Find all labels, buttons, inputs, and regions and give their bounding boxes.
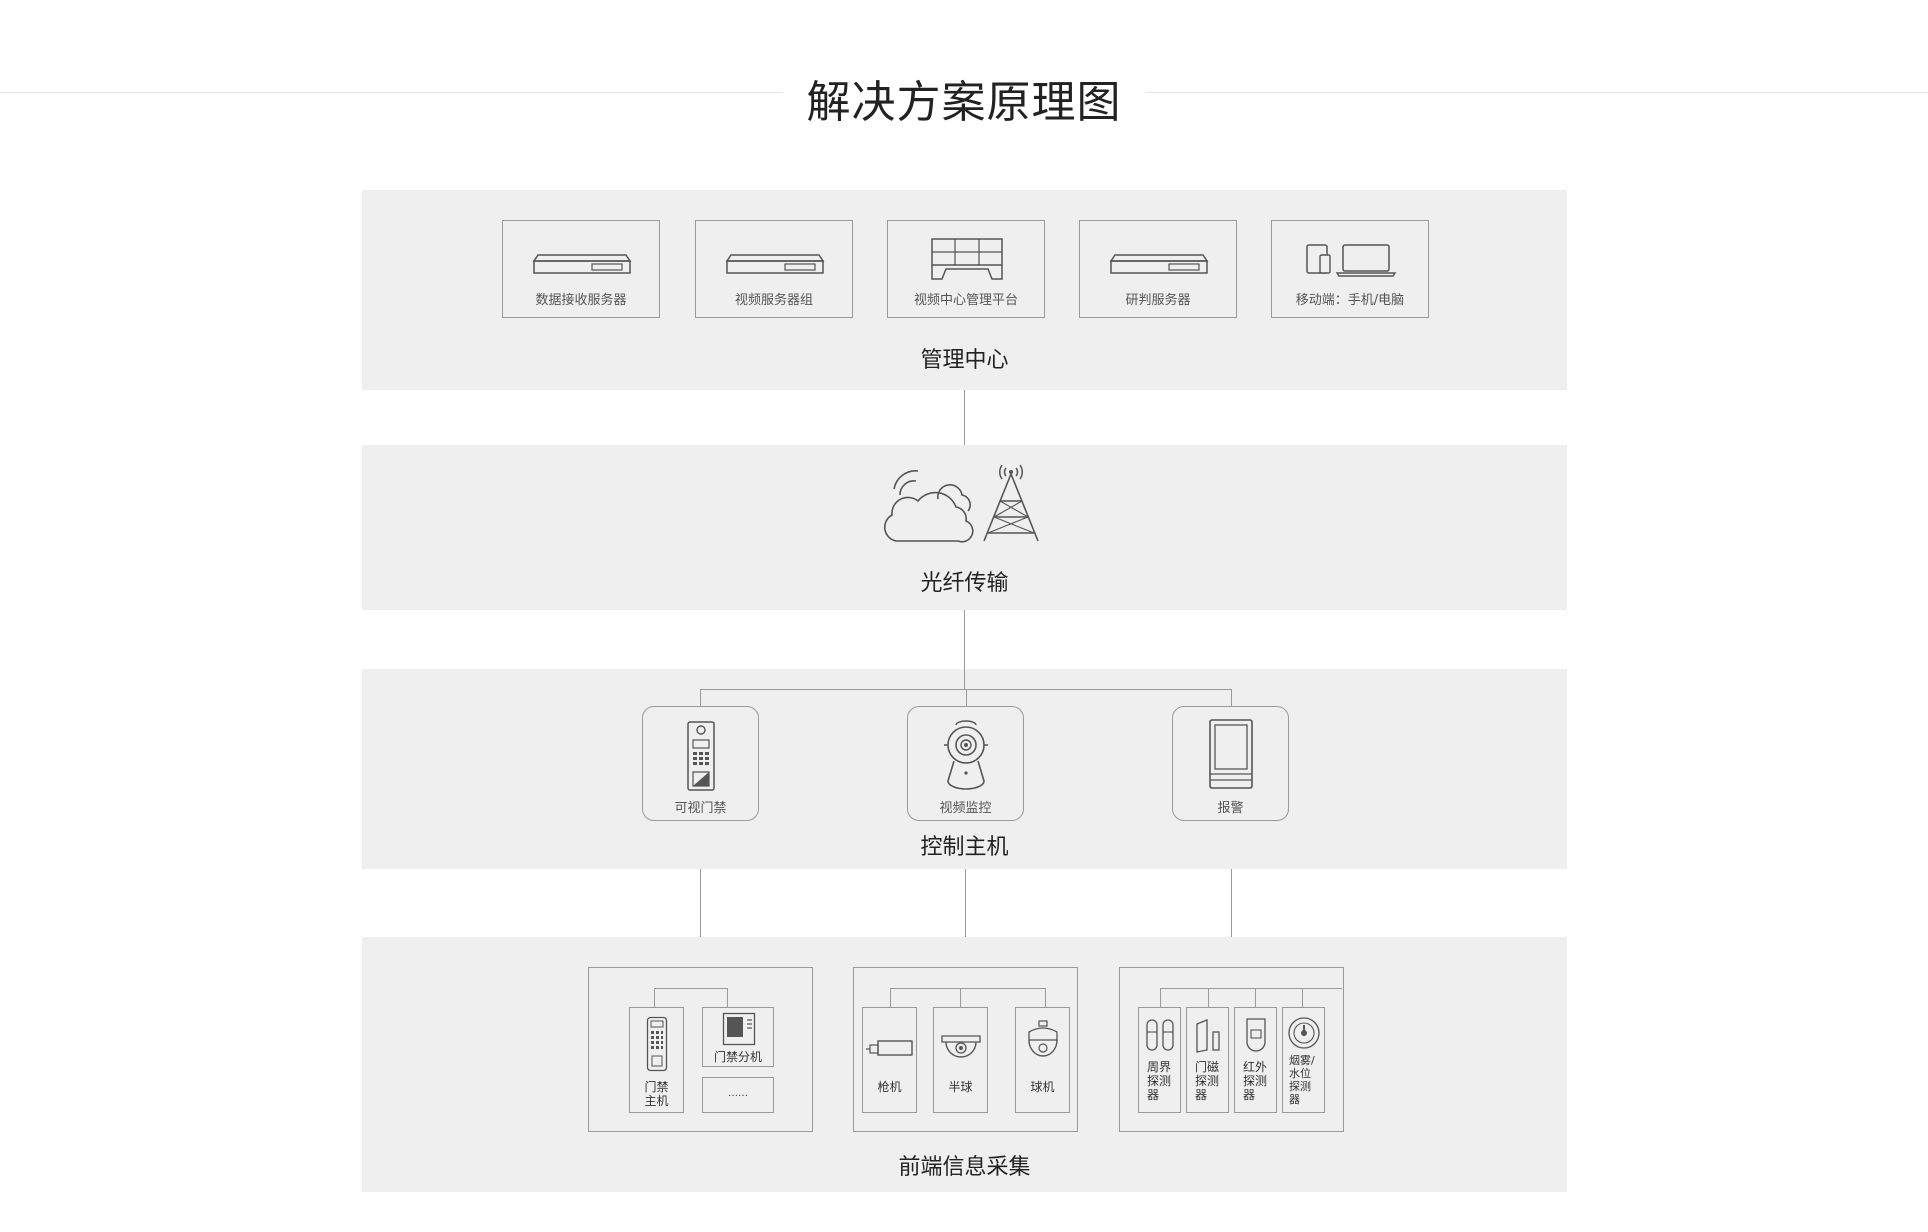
camera-ptz-label: 球机: [1030, 1080, 1055, 1094]
connector-line: [1160, 988, 1161, 1007]
mgmt-item-label: 视频服务器组: [734, 293, 813, 308]
access-more-label: ……: [728, 1088, 748, 1099]
connector-line: [1045, 988, 1046, 1007]
signal-tower-icon: [983, 464, 1039, 542]
intercom-icon: [646, 1016, 668, 1072]
access-extension: 门禁分机: [702, 1007, 774, 1067]
mgmt-item-mobile: 移动端：手机/电脑: [1271, 220, 1429, 318]
control-item-intercom: 可视门禁: [642, 706, 759, 821]
connector-line: [890, 988, 891, 1007]
mgmt-item-video-servers: 视频服务器组: [695, 220, 853, 318]
management-label: 管理中心: [920, 348, 1009, 373]
page-title: 解决方案原理图: [0, 66, 1928, 130]
mgmt-item-data-server: 数据接收服务器: [502, 220, 660, 318]
control-item-label: 视频监控: [939, 801, 992, 816]
sensor-smoke-label: 烟雾/ 水位 探测 器: [1289, 1054, 1315, 1106]
sensor-group: 周界 探测 器 门磁 探测 器 红外 探测 器 烟雾/ 水位 探测 器: [1119, 967, 1344, 1132]
connector-line: [727, 988, 728, 1007]
connector-line: [1302, 988, 1303, 1007]
sensor-smoke: 烟雾/ 水位 探测 器: [1282, 1007, 1325, 1113]
mgmt-item-label: 移动端：手机/电脑: [1295, 293, 1405, 308]
intercom-icon: [687, 721, 715, 791]
connector-line: [1208, 988, 1209, 1007]
perimeter-detector-icon: [1146, 1019, 1174, 1051]
connector-line: [964, 669, 965, 689]
ptz-camera-icon: [1028, 1020, 1058, 1057]
control-label: 控制主机: [920, 835, 1009, 860]
connector-line: [1231, 869, 1232, 937]
camera-icon: [944, 720, 988, 790]
smoke-detector-icon: [1288, 1017, 1320, 1049]
sensor-infrared-label: 红外 探测 器: [1243, 1060, 1268, 1102]
bullet-camera-icon: [866, 1040, 913, 1056]
sensor-door-label: 门磁 探测 器: [1195, 1060, 1220, 1102]
cloud-icon: [883, 470, 974, 543]
connector-line: [965, 869, 966, 937]
door-contact-icon: [1196, 1019, 1220, 1053]
mobile-laptop-icon: [1306, 244, 1397, 277]
camera-bullet-label: 枪机: [877, 1080, 902, 1094]
access-host-label: 门禁 主机: [644, 1080, 669, 1108]
connector-line: [1255, 988, 1256, 1007]
access-host: 门禁 主机: [629, 1007, 684, 1113]
connector-line: [654, 988, 655, 1007]
sensor-perimeter-label: 周界 探测 器: [1147, 1060, 1172, 1102]
mgmt-item-label: 视频中心管理平台: [913, 293, 1018, 308]
camera-dome: 半球: [933, 1007, 988, 1113]
access-more: ……: [702, 1077, 774, 1113]
camera-bullet: 枪机: [862, 1007, 917, 1113]
server-icon: [1109, 254, 1209, 274]
alarm-panel-icon: [1209, 719, 1253, 789]
management-panel: 数据接收服务器 视频服务器组 视频中心管理平台 研判服务器: [362, 190, 1567, 390]
bus-line: [654, 988, 727, 989]
server-icon: [532, 254, 632, 274]
control-item-label: 可视门禁: [674, 801, 727, 816]
camera-dome-label: 半球: [948, 1080, 973, 1094]
sensor-perimeter: 周界 探测 器: [1138, 1007, 1181, 1113]
control-item-label: 报警: [1217, 801, 1244, 816]
camera-group: 枪机 半球 球机: [853, 967, 1078, 1132]
control-item-camera: 视频监控: [907, 706, 1024, 821]
transmission-label: 光纤传输: [920, 571, 1009, 596]
connector-line: [964, 610, 965, 689]
intercom-extension-icon: [722, 1012, 756, 1046]
infrared-detector-icon: [1246, 1018, 1266, 1052]
control-panel: 可视门禁 视频监控 报警 控制主机: [362, 669, 1567, 869]
frontend-panel: 门禁 主机 门禁分机 …… 枪机: [362, 937, 1567, 1192]
bus-line: [1160, 988, 1342, 989]
mgmt-item-label: 研判服务器: [1125, 293, 1191, 308]
access-control-group: 门禁 主机 门禁分机 ……: [588, 967, 813, 1132]
bus-line: [700, 689, 1231, 690]
connector-line: [960, 988, 961, 1007]
sensor-infrared: 红外 探测 器: [1234, 1007, 1277, 1113]
access-extension-label: 门禁分机: [713, 1050, 762, 1064]
connector-line: [700, 869, 701, 937]
server-icon: [725, 254, 825, 274]
bus-line: [890, 988, 1045, 989]
camera-ptz: 球机: [1015, 1007, 1070, 1113]
video-wall-icon: [931, 238, 1003, 280]
connector-line: [964, 390, 965, 445]
sensor-door: 门磁 探测 器: [1186, 1007, 1229, 1113]
dome-camera-icon: [941, 1035, 981, 1058]
mgmt-item-label: 数据接收服务器: [535, 293, 627, 308]
control-item-alarm: 报警: [1172, 706, 1289, 821]
mgmt-item-analysis-server: 研判服务器: [1079, 220, 1237, 318]
mgmt-item-video-platform: 视频中心管理平台: [887, 220, 1045, 318]
frontend-label: 前端信息采集: [898, 1155, 1031, 1180]
transmission-panel: 光纤传输: [362, 445, 1567, 610]
